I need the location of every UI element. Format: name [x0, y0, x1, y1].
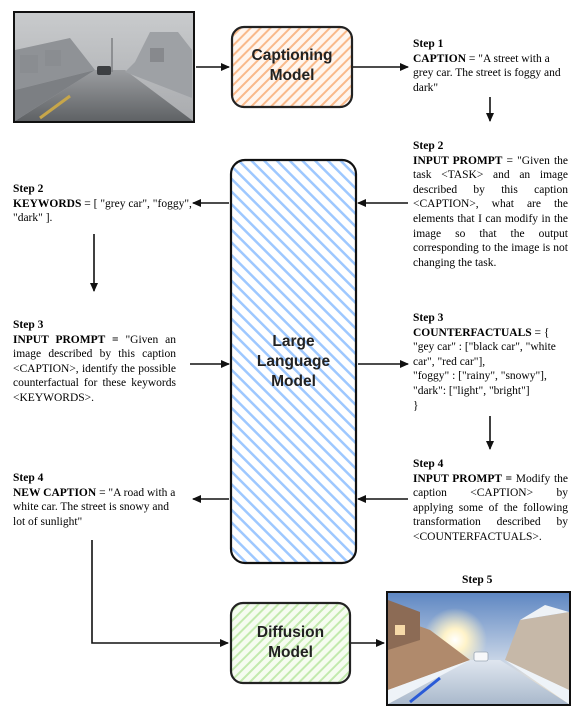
step4-prompt-block: Step 4 INPUT PROMPT = Modify the caption…: [413, 457, 568, 545]
llm-label-line1: Large: [272, 333, 315, 350]
diffusion-model-box: [229, 601, 352, 685]
step2-prompt-key: INPUT PROMPT: [413, 154, 503, 167]
counterfactuals-dark: "dark": ["light", "bright"]: [413, 384, 530, 397]
captioning-model-label: Captioning Model: [232, 46, 352, 86]
step4-prompt-key: INPUT PROMPT =: [413, 472, 513, 485]
step3-prompt-block: Step 3 INPUT PROMPT = "Given an image de…: [13, 318, 176, 406]
step2-keywords-label: Step 2: [13, 183, 44, 195]
new-caption-text: = "A road with a white car. The street i…: [13, 486, 176, 528]
step3-prompt-label: Step 3: [13, 319, 44, 331]
step5-label: Step 5: [462, 574, 493, 586]
step2-prompt-label: Step 2: [413, 140, 444, 152]
caption-text: = "A street with a grey car. The street …: [413, 52, 561, 94]
captioning-model-box: [230, 25, 354, 109]
step1-label: Step 1: [413, 38, 444, 50]
llm-label-line2: Language: [256, 353, 331, 370]
step3-prompt-key: INPUT PROMPT =: [13, 333, 119, 346]
llm-label: Large Language Model: [231, 332, 356, 392]
step1-caption-block: Step 1 CAPTION = "A street with a grey c…: [413, 37, 568, 95]
arrow-new-caption-to-diffusion: [91, 540, 229, 647]
keywords-text: = [ "grey car", "foggy", "dark" ].: [13, 197, 192, 225]
llm-box: [229, 158, 358, 565]
caption-key: CAPTION: [413, 52, 467, 65]
diffusion-label-line2: Model: [268, 644, 313, 661]
step3-counterfactuals-label: Step 3: [413, 312, 444, 324]
step2-prompt-block: Step 2 INPUT PROMPT = "Given the task <T…: [413, 139, 568, 270]
counterfactuals-car: "gey car" : ["black car", "white car", "…: [413, 341, 556, 368]
captioning-label-line1: Captioning: [251, 47, 333, 64]
step4-prompt-label: Step 4: [413, 458, 444, 470]
snowy-sunny-street-photo: [386, 591, 571, 706]
step2-keywords-block: Step 2 KEYWORDS = [ "grey car", "foggy",…: [13, 182, 193, 226]
foggy-street-photo: [13, 11, 195, 123]
diffusion-model-label: Diffusion Model: [231, 623, 350, 663]
step3-prompt-text: "Given an image described by this captio…: [13, 333, 176, 404]
counterfactuals-close: }: [413, 399, 419, 412]
step4-new-caption-label: Step 4: [13, 472, 44, 484]
step4-new-caption-block: Step 4 NEW CAPTION = "A road with a whit…: [13, 471, 181, 529]
step3-counterfactuals-block: Step 3 COUNTERFACTUALS = { "gey car" : […: [413, 311, 573, 413]
diffusion-label-line1: Diffusion: [256, 624, 325, 641]
captioning-label-line2: Model: [269, 67, 315, 84]
counterfactuals-key: COUNTERFACTUALS: [413, 326, 532, 339]
llm-label-line3: Model: [271, 373, 316, 390]
keywords-key: KEYWORDS: [13, 197, 82, 210]
step2-prompt-text: = "Given the task <TASK> and an image de…: [413, 154, 568, 269]
counterfactuals-open: = {: [531, 326, 550, 339]
new-caption-key: NEW CAPTION: [13, 486, 97, 499]
arrows: [90, 63, 494, 647]
step4-prompt-text: Modify the caption <CAPTION> by applying…: [413, 472, 568, 543]
counterfactuals-foggy: "foggy" : ["rainy", "snowy"],: [413, 370, 547, 383]
